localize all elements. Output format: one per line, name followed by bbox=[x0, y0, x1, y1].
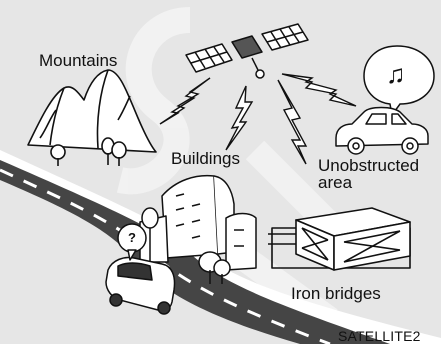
music-note-icon: ♫ bbox=[386, 60, 406, 88]
car-question-mark: ? bbox=[128, 229, 136, 247]
satellite-icon bbox=[186, 24, 308, 78]
label-unobstructed-line2: area bbox=[318, 174, 352, 192]
figure-code: SATELLITE2 bbox=[338, 327, 421, 344]
label-buildings: Buildings bbox=[171, 150, 240, 168]
label-mountains: Mountains bbox=[39, 52, 117, 70]
iron-bridge-icon bbox=[268, 208, 410, 270]
label-iron-bridges: Iron bridges bbox=[291, 285, 381, 303]
car-icon bbox=[336, 108, 428, 155]
